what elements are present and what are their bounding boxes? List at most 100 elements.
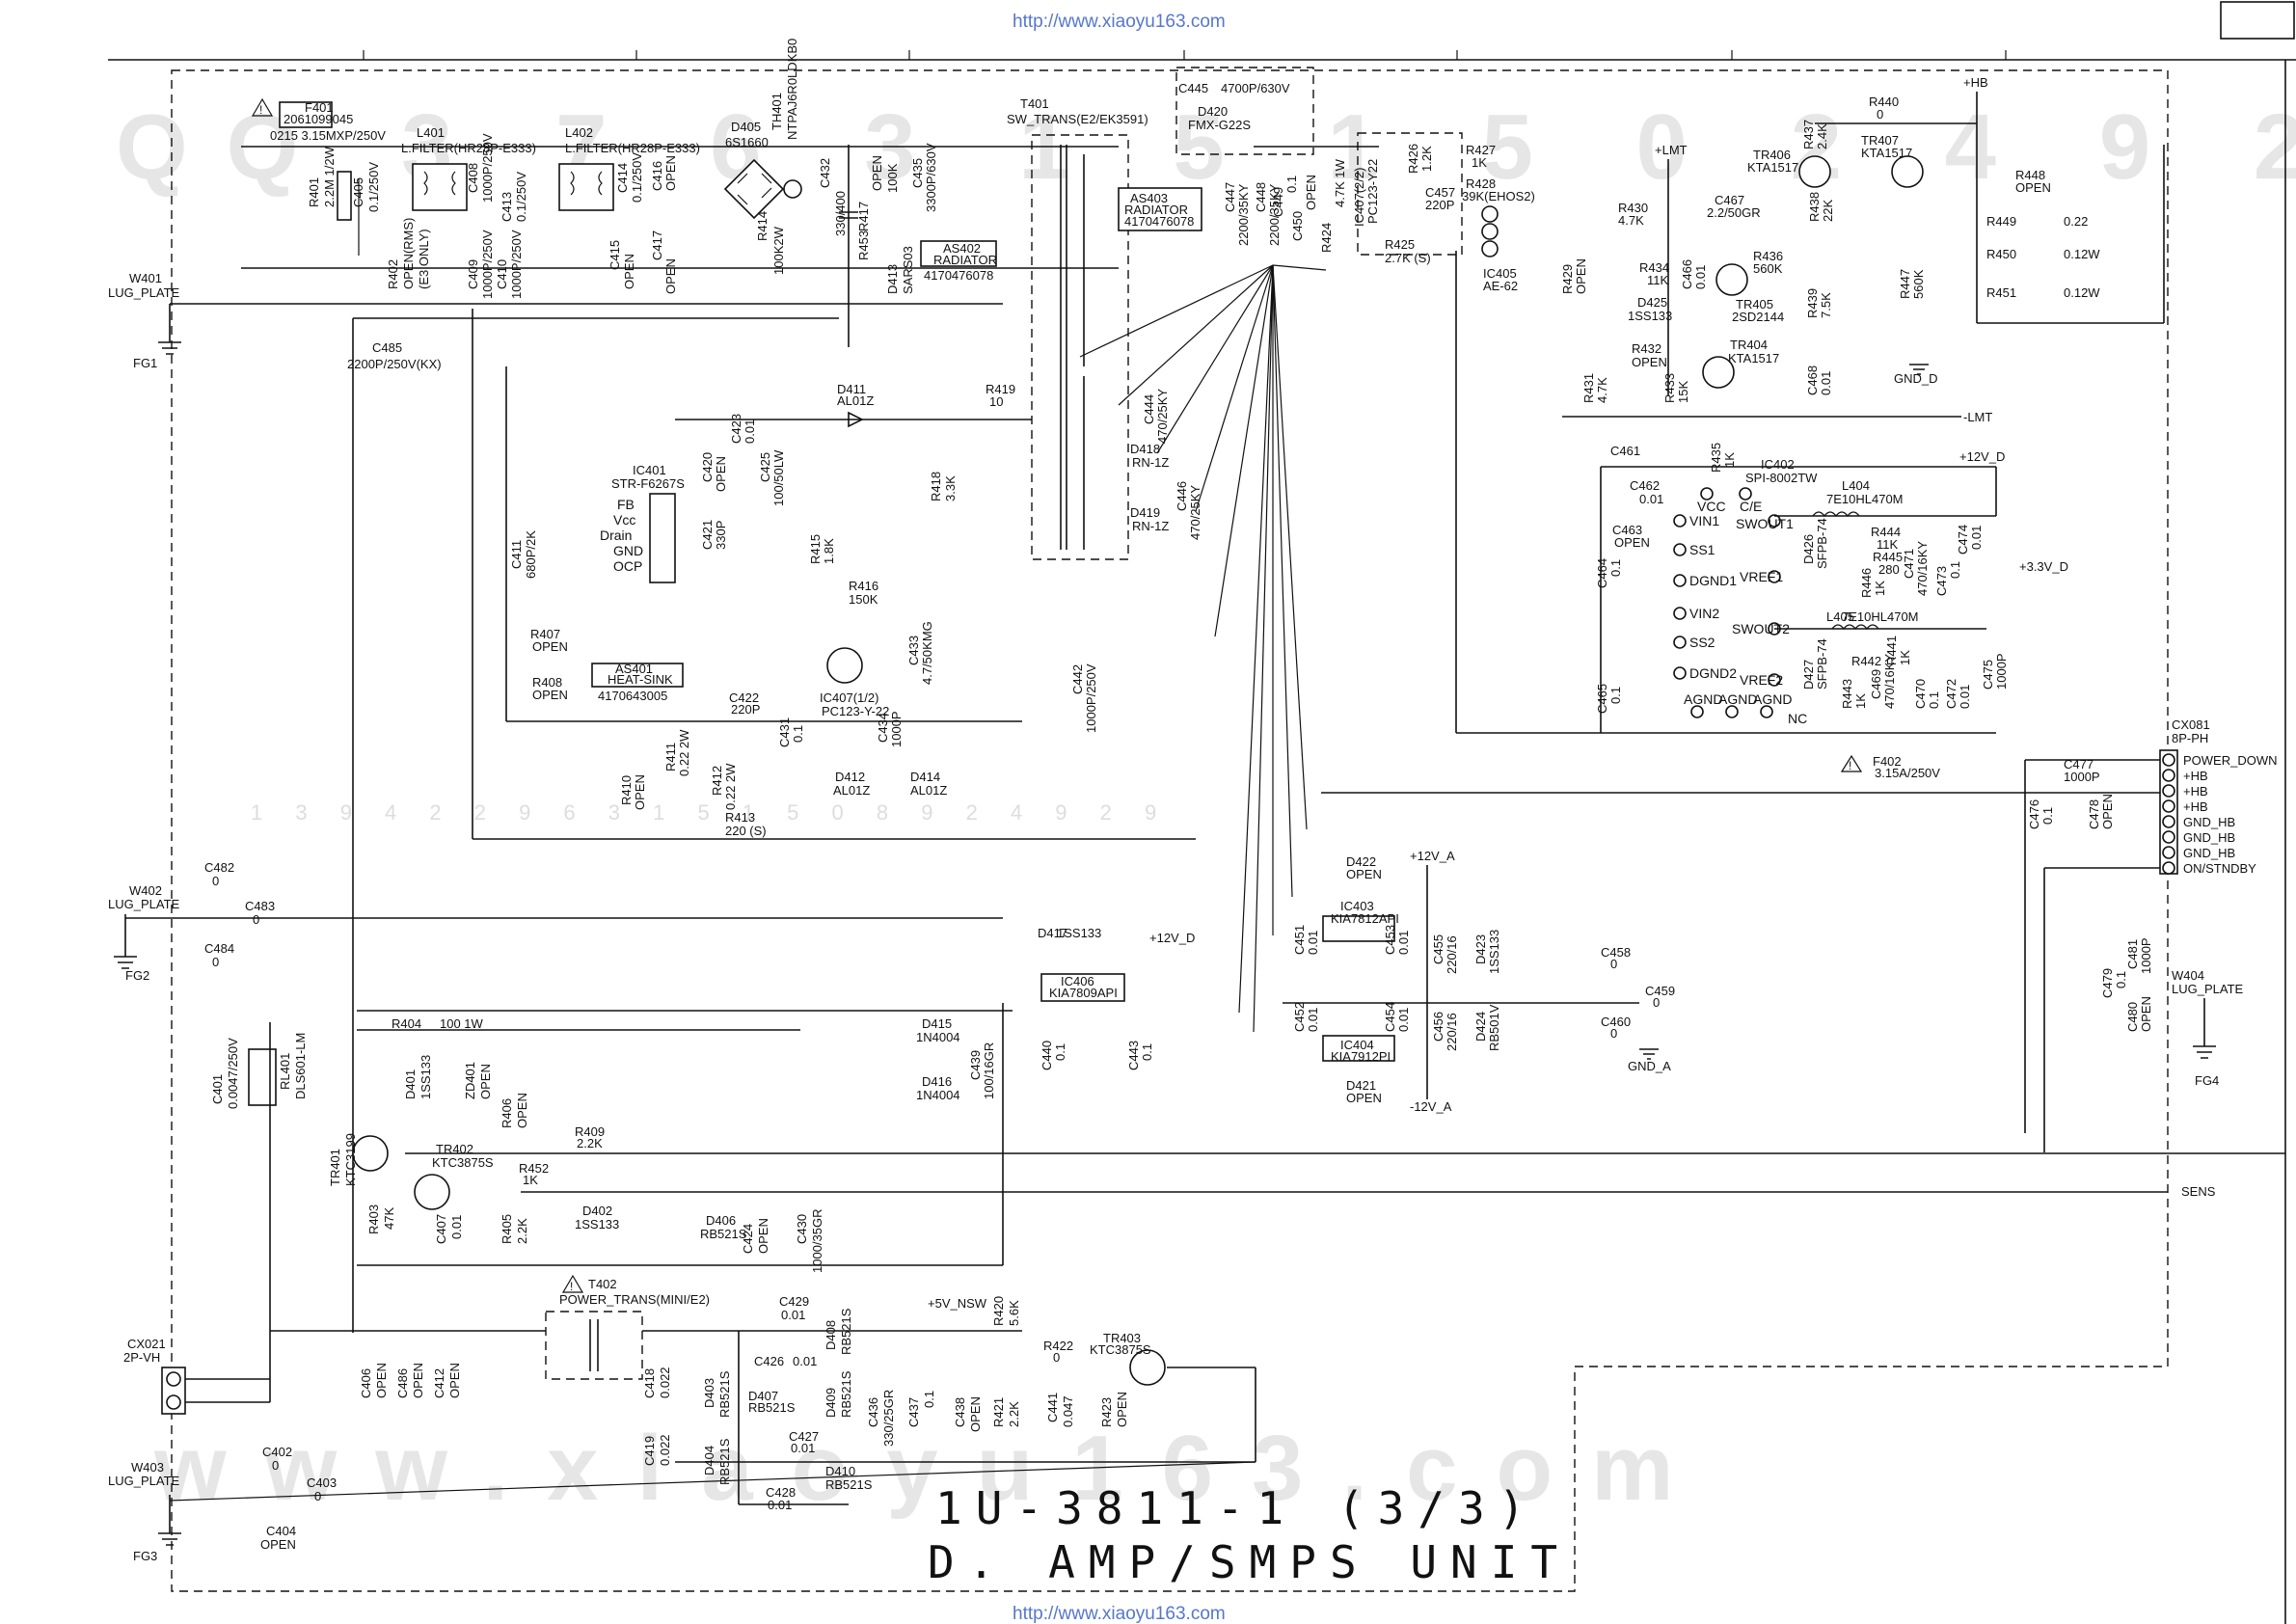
lower-c484-label: C484: [204, 941, 234, 956]
primary-as403_type-label: RADIATOR: [1124, 203, 1188, 217]
w401-label: W401: [129, 271, 162, 285]
lower-c437-label: C437: [906, 1397, 921, 1427]
fg1-label: FG1: [133, 356, 157, 370]
lower-c407_val-label: 0.01: [449, 1215, 464, 1239]
lower-c454-label: C454: [1383, 1002, 1397, 1032]
secondary-r449_val-label: 0.22: [2064, 214, 2088, 229]
lower-r409-label: R409: [575, 1124, 605, 1139]
lower-tr402-label: TR402: [436, 1142, 473, 1156]
lower-c404-label: C404: [266, 1524, 296, 1538]
primary-r401_val-label: 2.2M 1/2W: [322, 146, 337, 207]
secondary-ic402_pins-7-label: C/E: [1740, 499, 1762, 514]
secondary-c472-label: C472: [1944, 679, 1958, 709]
secondary-c468_val-label: 0.01: [1819, 371, 1833, 395]
connectors-fg3-label: FG3: [133, 1549, 157, 1563]
secondary-r425-label: R425: [1385, 237, 1415, 252]
connectors-fg2-label: FG2: [125, 968, 149, 983]
svg-text:!: !: [1849, 759, 1851, 772]
footer-source-url: http://www.xiaoyu163.com: [1013, 1604, 1226, 1624]
lower-c429-label: C429: [779, 1294, 809, 1309]
primary-d412_val-label: AL01Z: [833, 783, 870, 798]
primary-r453-label: R453: [856, 230, 871, 260]
secondary-l404-label: L404: [1842, 478, 1870, 493]
schematic-subtitle: D. AMP/SMPS UNIT: [928, 1536, 1571, 1588]
primary-as401_part-label: 4170643005: [598, 689, 667, 703]
primary-r415_val-label: 1.8K: [822, 538, 836, 564]
f401-fuse: [279, 101, 333, 128]
secondary-r436_val-label: 560K: [1753, 261, 1783, 276]
secondary-r440_val-label: 0: [1877, 107, 1883, 122]
secondary-c448_val-label: 2200/35KY: [1267, 183, 1282, 246]
secondary-ic402_pins-5-label: DGND2: [1689, 665, 1737, 681]
secondary-r434-label: R434: [1639, 260, 1669, 275]
lower-d407_val-label: RB521S: [748, 1400, 796, 1415]
primary-r401-label: R401: [307, 177, 321, 207]
primary-c434-label: C434: [876, 713, 890, 743]
primary-r402_val-label: OPEN(RMS): [401, 218, 416, 289]
secondary-r446-label: R446: [1859, 568, 1874, 598]
lower-r421_val-label: 2.2K: [1007, 1401, 1021, 1427]
lower-c481_val-label: 1000P: [2139, 937, 2153, 974]
lower-d406-label: D406: [706, 1213, 736, 1228]
lower-c429_val-label: 0.01: [781, 1308, 805, 1322]
secondary-r447_val-label: 560K: [1911, 269, 1926, 299]
lower-c455_val-label: 220/16: [1445, 935, 1459, 974]
lower-d422_val-label: OPEN: [1346, 867, 1382, 881]
primary-r402-label: R402: [386, 259, 400, 289]
lower-ic403_val-label: KIA7812API: [1331, 911, 1399, 926]
lower-d410-label: D410: [825, 1464, 855, 1478]
secondary-r430_val-label: 4.7K: [1618, 213, 1644, 228]
lower-d415_val-label: 1N4004: [916, 1030, 960, 1044]
secondary-c473-label: C473: [1934, 566, 1949, 596]
primary-th401-label: TH401: [770, 93, 784, 130]
secondary-c469-label: C469: [1869, 669, 1883, 699]
lower-c460-label: C460: [1601, 1015, 1631, 1029]
primary-r419-label: R419: [986, 382, 1015, 396]
ic407-optocoupler: [826, 647, 863, 684]
primary-c417-label: C417: [650, 230, 664, 260]
lower-ic404-label: IC404: [1340, 1038, 1374, 1052]
lower-c455-label: C455: [1431, 934, 1445, 964]
primary-l402_type-label: L.FILTER(HR28P-E333): [565, 141, 700, 155]
secondary-r432_val-label: OPEN: [1632, 355, 1667, 369]
ic401-controller: [649, 493, 676, 583]
lower-r404-label: R404: [392, 1016, 421, 1031]
secondary-r437_val-label: 2.4K: [1815, 123, 1829, 149]
lower-d421_val-label: OPEN: [1346, 1091, 1382, 1105]
lower-d406_val-label: RB521S: [700, 1227, 747, 1241]
lower-r452-label: R452: [519, 1161, 549, 1176]
lower-d409_val-label: RB521S: [839, 1370, 853, 1418]
primary-r408-label: R408: [532, 675, 562, 690]
primary-as401-label: AS401: [615, 662, 653, 676]
secondary-c468-label: C468: [1805, 365, 1820, 395]
secondary-r426_val-label: 1.2K: [1419, 146, 1434, 172]
lower-c403-label: C403: [307, 1475, 337, 1490]
primary-c422_val-label: 220P: [731, 702, 760, 717]
lower-c453-label: C453: [1383, 925, 1397, 955]
lower-c419_val-label: 0.022: [658, 1434, 672, 1466]
primary-l401-label: L401: [417, 125, 445, 140]
as403-radiator: [1118, 187, 1202, 231]
lower-c452_val-label: 0.01: [1306, 1008, 1320, 1032]
primary-r415-label: R415: [808, 534, 823, 564]
lower-tr401-label: TR401: [328, 1149, 342, 1186]
page-corner-box: [2220, 1, 2295, 40]
primary-c420_val-label: OPEN: [714, 456, 728, 492]
primary-r402_note-label: (E3 ONLY): [417, 229, 431, 289]
secondary-tr406-label: TR406: [1753, 148, 1791, 162]
lower-f402-label: F402: [1873, 754, 1902, 769]
secondary-tr405_val-label: 2SD2144: [1732, 310, 1784, 324]
lower-r405_val-label: 2.2K: [515, 1218, 529, 1244]
secondary-r451-label: R451: [1986, 285, 2016, 300]
primary-c405-label: C405: [351, 177, 365, 207]
lower-c482-label: C482: [204, 860, 234, 875]
primary-r418-label: R418: [929, 472, 943, 501]
secondary-ic405_val-label: AE-62: [1483, 279, 1518, 293]
primary-c485_val-label: 2200P/250V(KX): [347, 357, 442, 371]
ac-input-section: W401 LUG_PLATE FG1 ! F401 2061099045 021…: [108, 39, 1314, 1333]
lower-c483-label: C483: [245, 899, 275, 913]
lower-d424_val-label: RB501V: [1487, 1004, 1501, 1051]
ic402-pins: VIN1 SS1 DGND1 VIN2 SS2 DGND2 VCC C/E SW…: [1673, 487, 1807, 726]
secondary-c465_val-label: 0.1: [1608, 687, 1623, 704]
primary-r410-label: R410: [619, 775, 634, 805]
